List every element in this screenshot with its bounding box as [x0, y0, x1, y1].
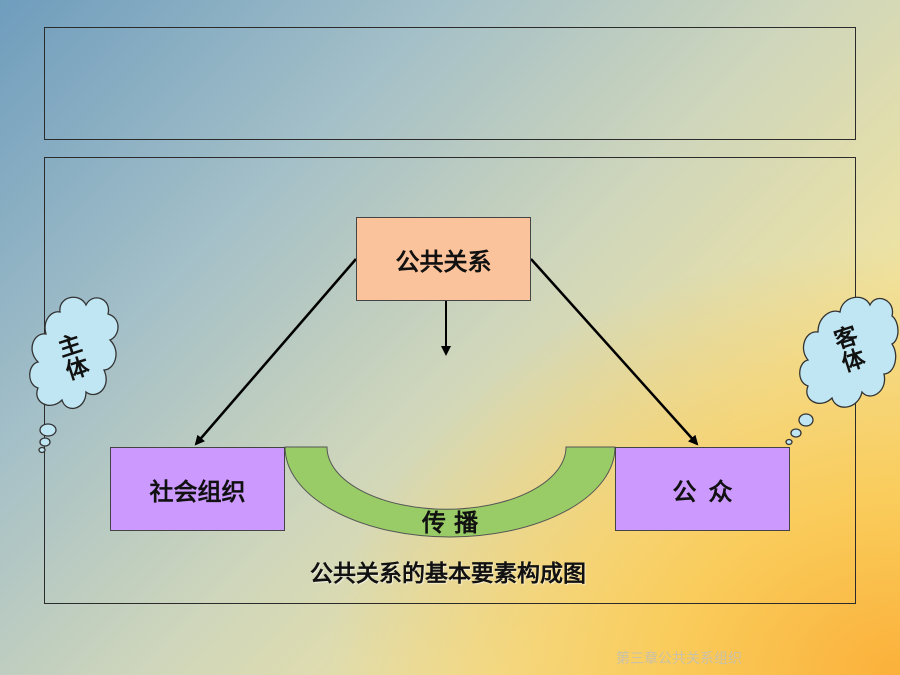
title-placeholder-frame — [44, 27, 856, 140]
public-relations-box: 公共关系 — [356, 217, 531, 301]
public-box: 公众 — [615, 447, 790, 531]
slide-footer: 第三章公共关系组织 — [616, 651, 742, 667]
arrow-to-public — [530, 258, 699, 446]
social-organization-box: 社会组织 — [110, 447, 285, 531]
object-thought-cloud — [785, 296, 899, 446]
communication-arc — [284, 446, 616, 538]
diagram-caption: 公共关系的基本要素构成图 — [310, 560, 586, 587]
arrow-to-organization — [194, 258, 357, 446]
subject-thought-cloud — [29, 296, 119, 454]
communication-label: 传 播 — [421, 508, 479, 537]
